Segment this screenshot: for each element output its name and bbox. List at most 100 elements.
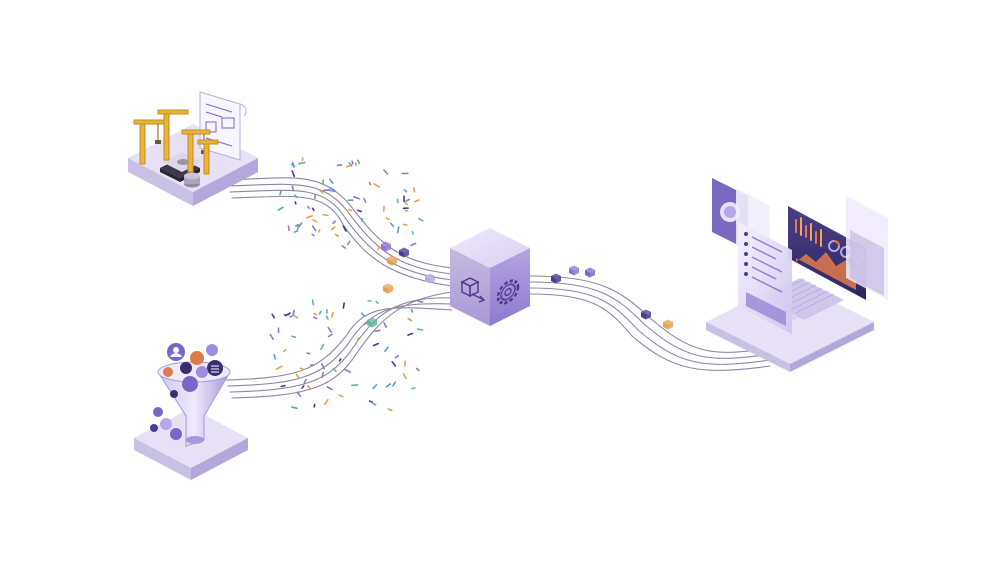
data-particle [306, 352, 311, 355]
data-particle [291, 185, 295, 192]
data-particle [342, 302, 346, 309]
data-cube [585, 267, 595, 273]
data-particle [383, 169, 389, 175]
data-particle [321, 371, 325, 379]
data-particle [415, 367, 420, 372]
data-particle [372, 384, 378, 390]
data-particle [341, 245, 347, 249]
data-particle [374, 329, 381, 333]
data-cube [663, 319, 673, 325]
data-particle [402, 373, 407, 380]
data-particle [269, 333, 275, 341]
data-particle [291, 170, 296, 178]
data-particle [384, 346, 389, 353]
data-particle [320, 362, 326, 370]
data-particle [375, 300, 379, 305]
data-particle [334, 233, 340, 237]
data-particle [312, 219, 318, 223]
data-particle [277, 206, 284, 211]
data-particle [347, 208, 353, 212]
data-particle [413, 199, 420, 203]
data-particle [416, 328, 424, 331]
data-particle [389, 222, 395, 228]
data-particle [305, 215, 314, 219]
data-particle [307, 205, 311, 210]
data-particle [293, 230, 299, 233]
upper-input-lines [227, 177, 453, 287]
data-particle [271, 313, 276, 319]
processing-cube [450, 228, 530, 326]
data-particle [392, 381, 397, 387]
data-particle [296, 223, 300, 231]
construction-source [128, 91, 258, 206]
construction-crane-icon [133, 109, 219, 175]
data-cube [387, 255, 397, 261]
data-particle [295, 224, 299, 227]
data-particle [282, 349, 287, 353]
data-particle [326, 386, 333, 391]
data-particle [317, 229, 321, 233]
data-particle [296, 391, 302, 398]
data-particle [279, 190, 282, 196]
construction-platform-left [128, 158, 193, 206]
data-particle [368, 181, 372, 186]
data-particle [328, 178, 334, 185]
data-particle [273, 353, 276, 360]
data-particle [402, 223, 408, 226]
data-particle [289, 313, 295, 319]
data-particle [405, 198, 411, 202]
data-particle [290, 163, 296, 167]
data-particle [306, 385, 312, 391]
data-cube [381, 241, 391, 247]
data-particle [348, 162, 353, 167]
data-particle [311, 207, 315, 212]
funnel-platform-right [191, 438, 248, 480]
data-particle [377, 245, 381, 251]
gear-processing-cube-icon [496, 279, 520, 305]
data-particle [357, 209, 363, 213]
data-particle [318, 188, 324, 194]
data-particle [299, 367, 305, 371]
data-cube [569, 265, 579, 271]
data-particle [330, 311, 334, 318]
data-particle [327, 326, 333, 334]
data-particle [284, 312, 291, 317]
data-flow-lines [225, 177, 771, 399]
data-particle [320, 343, 325, 351]
data-particle [356, 337, 360, 341]
data-particle [328, 186, 336, 192]
data-particle [417, 217, 424, 222]
screen-area-chart [796, 252, 856, 290]
data-particle [345, 164, 352, 168]
data-particle [351, 160, 354, 165]
data-particle [324, 398, 329, 406]
cube-right [490, 248, 530, 326]
funnel-platform-left [134, 438, 191, 480]
data-particle [356, 159, 361, 164]
floating-chart-panel [846, 196, 888, 300]
data-cube [383, 283, 393, 289]
funnel-source [134, 343, 248, 480]
data-particle [383, 322, 388, 329]
data-particle [370, 401, 377, 406]
data-particle [411, 231, 414, 235]
data-particle [311, 225, 317, 232]
data-particle [407, 317, 413, 322]
data-particle [412, 187, 416, 193]
data-particle [353, 196, 360, 200]
data-spheres [150, 343, 223, 440]
data-particle [311, 299, 315, 306]
data-cube [551, 273, 561, 279]
data-particle [280, 384, 286, 388]
data-particle [411, 387, 416, 390]
data-particle [313, 312, 318, 316]
data-particle [338, 394, 344, 398]
coin-stack-icon [184, 172, 200, 188]
data-particle [311, 233, 315, 237]
data-particle [318, 310, 322, 315]
data-cube [367, 317, 377, 323]
data-particle [301, 384, 305, 389]
data-particle [385, 217, 390, 221]
